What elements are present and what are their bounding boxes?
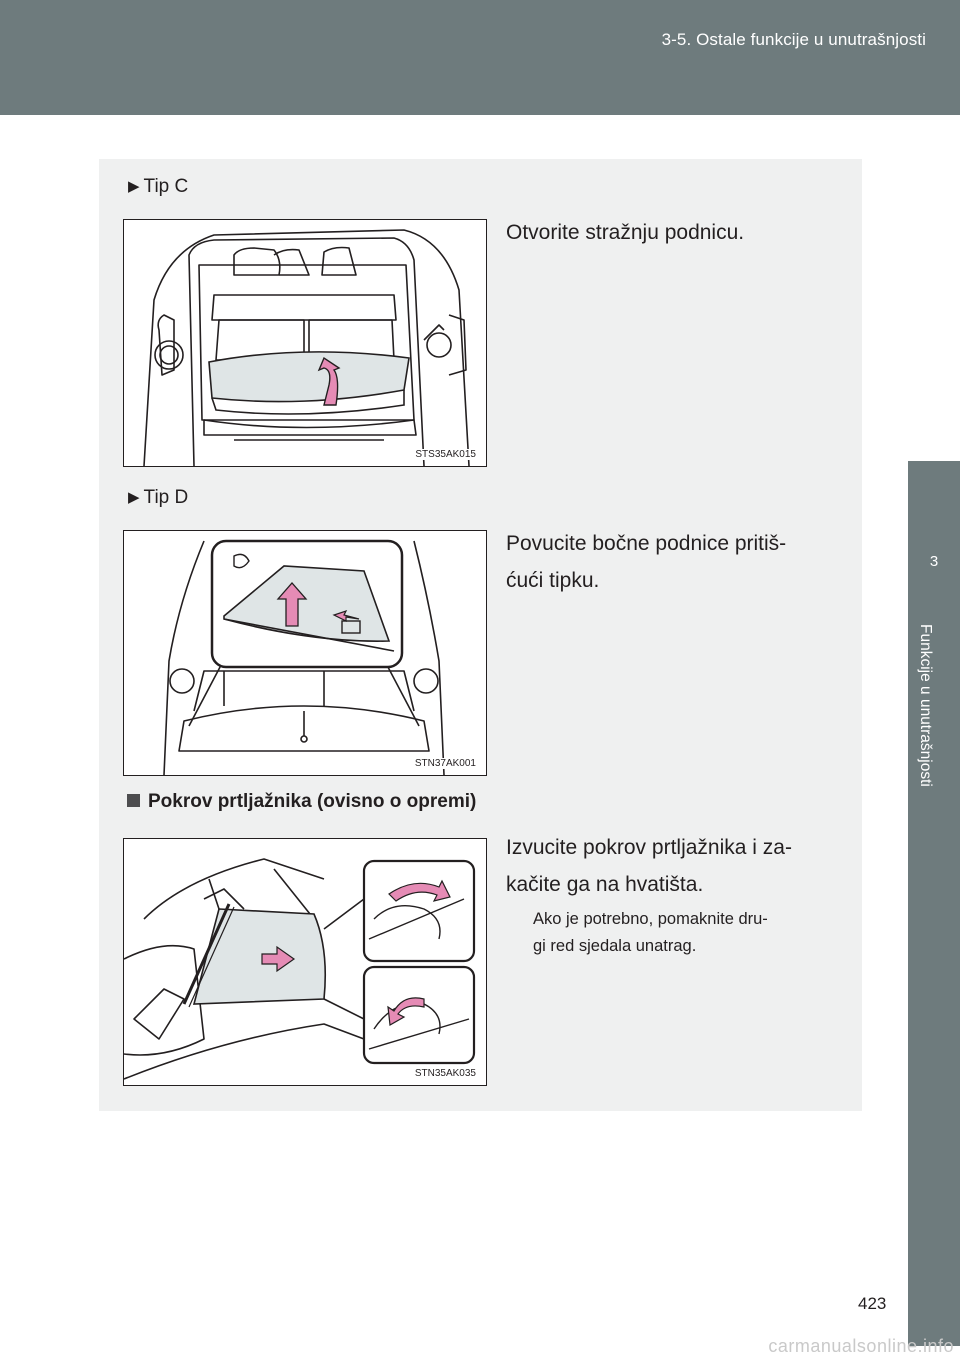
cargo-cover-illustration xyxy=(124,858,476,1080)
type-c-instruction: Otvorite stražnju podnicu. xyxy=(506,221,745,244)
figure-code: STS35AK015 xyxy=(413,449,478,460)
type-d-instruction-line1: Povucite bočne podnice pritiš- xyxy=(506,532,787,555)
page-header: 3-5. Ostale funkcije u unutrašnjosti xyxy=(0,0,960,115)
page-number: 423 xyxy=(858,1294,887,1313)
figure-type-c: STS35AK015 xyxy=(123,219,487,467)
figure-cover: STN35AK035 xyxy=(123,838,487,1086)
figure-code: STN37AK001 xyxy=(412,758,478,769)
type-d-label: ▶Tip D xyxy=(128,487,189,508)
type-d-instruction: Povucite bočne podnice pritiš- ćući tipk… xyxy=(506,525,786,599)
cover-section-title: Pokrov prtljažnika (ovisno o opremi) xyxy=(127,791,476,813)
cover-instruction: Izvucite pokrov prtljažnika i za- kačite… xyxy=(506,829,792,903)
section-title-header: 3-5. Ostale funkcije u unutrašnjosti xyxy=(661,30,926,49)
cover-note-line1: Ako je potrebno, pomaknite dru- xyxy=(533,910,768,928)
chapter-title: Funkcije u unutrašnjosti xyxy=(917,624,934,787)
footer-watermark: carmanualsonline.info xyxy=(768,1336,954,1356)
cover-note: Ako je potrebno, pomaknite dru- gi red s… xyxy=(533,906,768,960)
figure-code: STN35AK035 xyxy=(412,1068,478,1079)
cover-note-line2: gi red sjedala unatrag. xyxy=(533,937,697,955)
triangle-bullet-icon: ▶ xyxy=(128,178,140,195)
trunk-open-illustration xyxy=(143,229,470,466)
chapter-title-tab: Funkcije u unutrašnjosti xyxy=(908,584,960,1346)
figure-type-d: STN37AK001 xyxy=(123,530,487,776)
type-c-label: ▶Tip C xyxy=(128,176,189,197)
chapter-number: 3 xyxy=(929,553,939,570)
chapter-tab: 3 xyxy=(908,461,960,584)
type-d-instruction-line2: ćući tipku. xyxy=(506,569,600,592)
cover-instruction-line1: Izvucite pokrov prtljažnika i za- xyxy=(506,836,792,859)
side-floor-illustration xyxy=(163,539,445,775)
triangle-bullet-icon: ▶ xyxy=(128,489,140,506)
cover-instruction-line2: kačite ga na hvatišta. xyxy=(506,873,704,896)
square-bullet-icon xyxy=(127,794,140,807)
